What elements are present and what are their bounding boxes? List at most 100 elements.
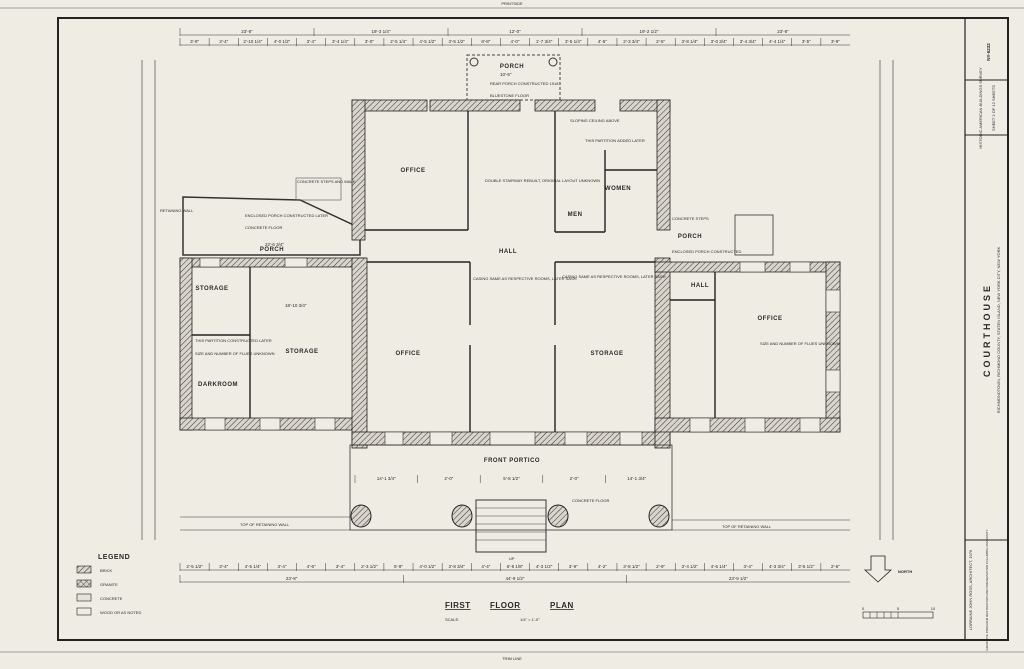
dimension-label: 2'-3 3/4": [623, 39, 640, 44]
label-hall-e: HALL: [691, 283, 709, 289]
note-flues-unknown-e: SIZE AND NUMBER OF FLUES UNKNOWN: [760, 341, 840, 346]
label-hall: HALL: [499, 249, 517, 255]
note-enclosed-porch: ENCLOSED PORCH CONSTRUCTED LATER: [245, 213, 328, 218]
note-bluestone: BLUESTONE FLOOR: [490, 93, 529, 98]
partitions: [192, 111, 716, 432]
dimension-label: 44'-9 1/2": [506, 576, 525, 581]
front-steps: [475, 499, 547, 553]
scale-value: 1/4" = 1'-0": [520, 617, 540, 622]
dimension-label: 3'-9": [190, 39, 199, 44]
note-sloping-ceiling: SLOPING CEILING ABOVE: [570, 118, 620, 123]
legend: LEGEND BRICK GRANITE CONCRETE WOOD OR AS…: [76, 554, 141, 616]
dimension-label: 14'-1 3/4": [377, 476, 396, 481]
building-title: COURTHOUSE: [982, 283, 992, 377]
legend-label: GRANITE: [100, 582, 118, 587]
dimension-label: 4'-3 3/4": [769, 564, 786, 569]
note-concrete-steps-e: CONCRETE STEPS: [672, 216, 709, 221]
dimension-label: 3'-4 1/4": [332, 39, 349, 44]
dimension-label: 1'-7 3/4": [536, 39, 553, 44]
title-word: FLOOR: [490, 601, 521, 610]
dimension-label: 2'-0": [444, 476, 453, 481]
enclosed-porch: [182, 196, 361, 256]
legend-swatch-concrete: [76, 593, 92, 602]
label-storage-e: STORAGE: [590, 351, 623, 357]
dimension-label: 2'-5": [656, 39, 665, 44]
dimension-label: 3'-0": [365, 39, 374, 44]
dimension-label: 2'-9": [656, 564, 665, 569]
dimension-label: 4'-0 1/2": [274, 39, 291, 44]
note-retaining-wall: RETAINING WALL: [160, 208, 194, 213]
label-women: WOMEN: [605, 186, 631, 192]
note-concrete-steps: CONCRETE STEPS AND WALK: [297, 179, 356, 184]
concrete-steps: [295, 177, 342, 201]
dimension-label: 3'-8 1/2": [623, 564, 640, 569]
dims-bottom-detail: 2'-5 1/2"3'-4"4'-5 1/4"3'-4"4'-6"3'-4"2'…: [179, 563, 840, 571]
dimension-label: 14'-1 3/4": [627, 476, 646, 481]
note-top-retaining-w: TOP OF RETAINING WALL: [240, 522, 290, 527]
label-office-nw: OFFICE: [401, 168, 426, 174]
building-location: RICHMONDTOWN, RICHMOND COUNTY, STATEN IS…: [996, 246, 1001, 413]
label-darkroom: DARKROOM: [198, 382, 238, 388]
dimension-label: 4'-2": [598, 564, 607, 569]
sheet-border: [57, 17, 1009, 641]
dimension-label: 4'-4": [481, 564, 490, 569]
dimension-label: 4'-5 1/2": [419, 39, 436, 44]
scale-bar: 0 5 10: [862, 606, 936, 619]
dimension-label: 3'-9": [831, 39, 840, 44]
top-caption: PRINTSIDE: [501, 1, 523, 6]
note-concrete-floor-portico: CONCRETE FLOOR: [572, 498, 609, 503]
title-word: FIRST: [445, 601, 471, 610]
title-word: PLAN: [550, 601, 574, 610]
scale-tick: 0: [862, 606, 865, 611]
dimension-label: 19'-3 1/4": [372, 29, 391, 34]
windows: [199, 257, 841, 446]
dims-bottom-overall: 23'-8"44'-9 1/2"23'-9 1/2": [179, 575, 748, 583]
legend-label: WOOD OR AS NOTED: [100, 610, 141, 615]
note-top-retaining-e: TOP OF RETAINING WALL: [722, 524, 772, 529]
dimension-label: 4'-3 1/2": [536, 564, 553, 569]
dimension-label: 3'-4": [277, 564, 286, 569]
dimension-label: 3'-0 3/4": [711, 39, 728, 44]
dimension-label: 8'-8": [481, 39, 490, 44]
dimension-label: 4'-6": [307, 564, 316, 569]
drawing-title: FIRST FLOOR PLAN SCALE: 1/4" = 1'-0": [445, 601, 574, 622]
survey-name: HISTORIC AMERICAN BUILDINGS SURVEY: [978, 67, 983, 149]
dimension-label: 3'-8 1/4": [682, 39, 699, 44]
dimension-label: 4'-4 1/4": [769, 39, 786, 44]
dim-rear-porch-width: 10'-6": [500, 72, 512, 77]
dimension-label: 3'-4": [219, 39, 228, 44]
label-office-e: OFFICE: [758, 316, 783, 322]
brick-walls: [179, 99, 841, 449]
note-partition-added: THIS PARTITION ADDED LATER: [585, 138, 645, 143]
dimension-label: 3'-4": [219, 564, 228, 569]
dim-porch-width: 22'-6 3/4": [265, 242, 284, 247]
legend-title: LEGEND: [98, 554, 130, 561]
dimension-label: 12'-0": [509, 29, 521, 34]
dimension-label: 19'-2 1/2": [640, 29, 659, 34]
note-up: UP: [509, 556, 515, 561]
label-storage-w: STORAGE: [285, 349, 318, 355]
scale-tick: 5: [897, 606, 900, 611]
note-flues-unknown: SIZE AND NUMBER OF FLUES UNKNOWN: [195, 351, 275, 356]
label-porch-west: PORCH: [260, 247, 284, 253]
dimension-label: 3'-4": [744, 564, 753, 569]
legend-swatch-wood: [76, 607, 92, 616]
dimension-label: 2'-3 1/2": [361, 564, 378, 569]
porch-column: [469, 57, 479, 67]
dimension-label: 3'-4": [307, 39, 316, 44]
label-storage-nw: STORAGE: [195, 286, 228, 292]
areaway: [734, 214, 774, 256]
legend-swatch-granite: [76, 579, 92, 588]
label-porch-e: PORCH: [678, 234, 702, 240]
dimension-label: 3'-5": [802, 39, 811, 44]
dimension-label: 6'-8 1/8": [507, 564, 524, 569]
dimension-label: 2'-10 1/4": [243, 39, 262, 44]
dims-top-overall: 23'-8"19'-3 1/4"12'-0"19'-2 1/2"23'-8": [179, 28, 789, 36]
dimension-label: 3'-5 1/2": [449, 39, 466, 44]
dimension-label: 2'-5 1/4": [390, 39, 407, 44]
north-arrow-icon: NORTH: [863, 555, 912, 583]
legend-swatch-brick: [76, 565, 92, 574]
delineator: LORRAINE JOHN ROSS, ARCHITECT, 1976: [968, 549, 973, 630]
